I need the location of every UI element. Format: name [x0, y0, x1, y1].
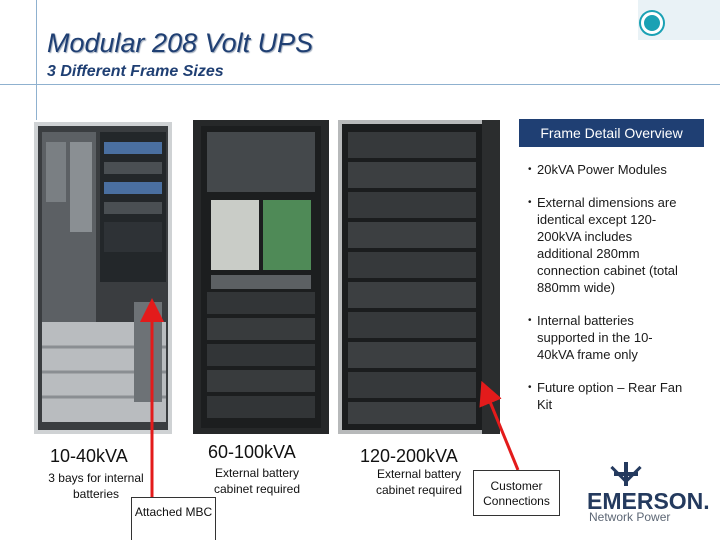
bullet-marker: • [528, 164, 532, 175]
bullet-marker: • [528, 197, 532, 208]
bullet-text: External dimensions are identical except… [537, 195, 678, 295]
frame-note: External battery cabinet required [213, 466, 301, 496]
frame-note: 3 bays for internal batteries [48, 471, 144, 501]
bullet-marker: • [528, 315, 532, 326]
bullet-marker: • [528, 382, 532, 393]
slide-title: Modular 208 Volt UPS [47, 28, 314, 58]
panel-header: Frame Detail Overview [519, 119, 704, 147]
emerson-brand-text: EMERSON. [587, 488, 710, 514]
frame-size-label: 120-200kVA [360, 446, 458, 466]
bullet-text: Future option – Rear Fan Kit [537, 380, 683, 412]
corner-circle-icon [641, 12, 663, 34]
frame-note: External battery cabinet required [375, 467, 463, 497]
customer-connections-callout: Customer Connections [473, 470, 560, 516]
frame-photo-60-100kva [193, 120, 329, 434]
emerson-logo-icon [610, 462, 642, 486]
frame-photo-120-200kva [338, 120, 500, 434]
header-horizontal-rule [0, 84, 720, 85]
bullet-item: • External dimensions are identical exce… [528, 194, 688, 296]
mbc-callout: Attached MBC [131, 497, 216, 540]
bullet-item: • 20kVA Power Modules [528, 161, 713, 178]
slide-subtitle: 3 Different Frame Sizes [47, 63, 224, 80]
bullet-text: Internal batteries supported in the 10-4… [537, 313, 653, 362]
frame-size-label: 10-40kVA [50, 446, 128, 466]
emerson-subtitle-text: Network Power [589, 510, 671, 524]
bullet-item: • Future option – Rear Fan Kit [528, 379, 688, 413]
bullet-text: 20kVA Power Modules [537, 162, 667, 177]
frame-size-label: 60-100kVA [208, 442, 296, 462]
frame-photo-10-40kva [34, 122, 172, 434]
bullet-item: • Internal batteries supported in the 10… [528, 312, 688, 363]
header-vertical-rule [36, 0, 37, 120]
